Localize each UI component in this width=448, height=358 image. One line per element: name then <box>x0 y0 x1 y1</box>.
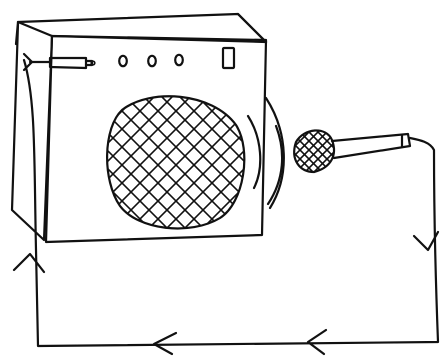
power-switch <box>223 48 234 68</box>
input-jack <box>24 54 95 70</box>
speaker-grille-line <box>263 90 413 240</box>
arrow-left-icon <box>308 330 326 354</box>
control-knobs <box>119 55 183 66</box>
microphone-grille-line <box>391 124 443 176</box>
sound-wave-1 <box>248 116 260 188</box>
speaker-grille-line <box>389 90 448 240</box>
microphone-handle <box>332 134 410 158</box>
speaker-grille-line <box>371 90 448 240</box>
sound-wave-3 <box>268 126 282 204</box>
sound-waves <box>248 98 284 208</box>
microphone-grille-line <box>328 124 380 176</box>
speaker-grille-line <box>0 90 35 240</box>
knob-2 <box>148 56 156 66</box>
speaker-grille-line <box>335 90 448 240</box>
microphone-grille-line <box>391 124 443 176</box>
arrow-left-icon <box>154 333 176 354</box>
speaker-grille-line <box>335 90 448 240</box>
loop-arrows <box>14 232 438 354</box>
speaker-grille-line <box>371 90 448 240</box>
speaker-grille-line <box>389 90 448 240</box>
knob-3 <box>175 55 183 65</box>
speaker-grille <box>0 90 448 240</box>
speaker-grille-line <box>317 90 448 240</box>
microphone-grille-line <box>193 124 245 176</box>
microphone <box>184 124 443 176</box>
arrow-up-icon <box>14 254 44 272</box>
microphone-grille-line <box>328 124 380 176</box>
speaker-grille-line <box>317 90 448 240</box>
speaker-grille-line <box>0 90 35 240</box>
knob-1 <box>119 56 127 66</box>
speaker-grille-line <box>263 90 413 240</box>
microphone-grille-line <box>193 124 245 176</box>
